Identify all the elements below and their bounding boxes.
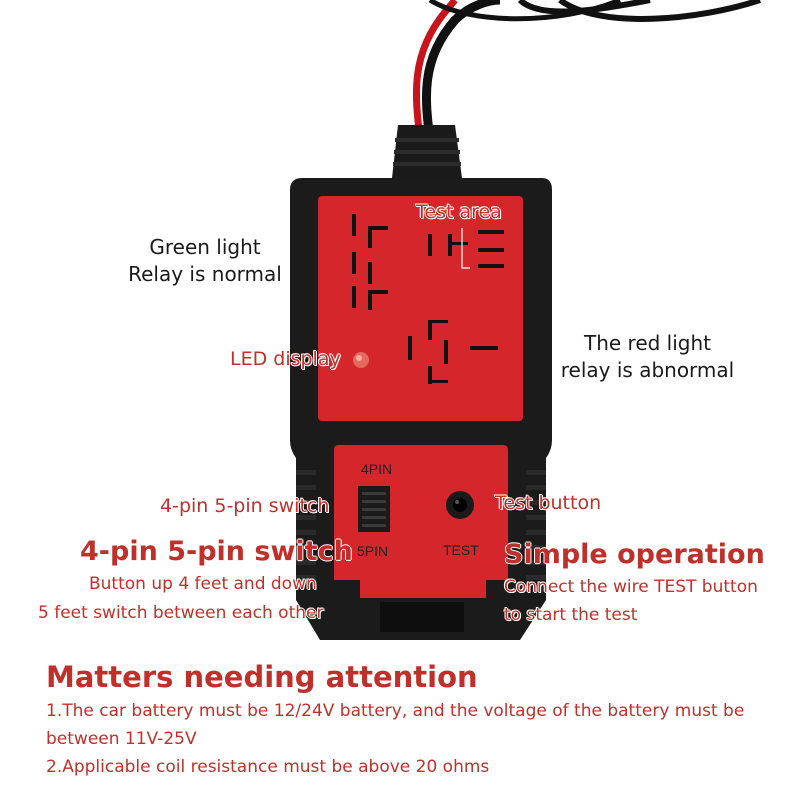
- red-light-line1: The red light: [583, 331, 712, 355]
- green-light-line1: Green light: [149, 235, 261, 259]
- green-light-label: Green light Relay is normal: [120, 234, 290, 288]
- device-test-label: TEST: [443, 542, 479, 558]
- green-light-line2: Relay is normal: [128, 262, 282, 286]
- test-area-label: Test area: [416, 201, 502, 223]
- red-light-label: The red light relay is abnormal: [555, 330, 740, 384]
- switch-line2: 5 feet switch between each other: [38, 603, 324, 623]
- led-display-label: LED display: [230, 348, 341, 370]
- red-light-line2: relay is abnormal: [560, 358, 735, 382]
- cable-icon: [412, 0, 761, 141]
- notes-heading: Matters needing attention: [46, 660, 478, 694]
- switch-line1: Button up 4 feet and down: [89, 574, 317, 594]
- device-4pin-label: 4PIN: [361, 461, 393, 477]
- switch-label-small: 4-pin 5-pin switch: [160, 495, 330, 517]
- test-button-label: Test button: [495, 492, 602, 514]
- note-line1a: 1.The car battery must be 12/24V battery…: [46, 701, 745, 721]
- relay-socket-icon: [352, 214, 504, 384]
- operation-line1: Connect the wire TEST button: [504, 577, 758, 597]
- operation-heading: Simple operation: [504, 539, 765, 570]
- note-line2: 2.Applicable coil resistance must be abo…: [46, 757, 490, 777]
- device-5pin-label: 5PIN: [357, 543, 389, 559]
- switch-heading: 4-pin 5-pin switch: [80, 536, 353, 567]
- note-line1b: between 11V-25V: [46, 729, 197, 749]
- operation-line2: to start the test: [504, 605, 638, 625]
